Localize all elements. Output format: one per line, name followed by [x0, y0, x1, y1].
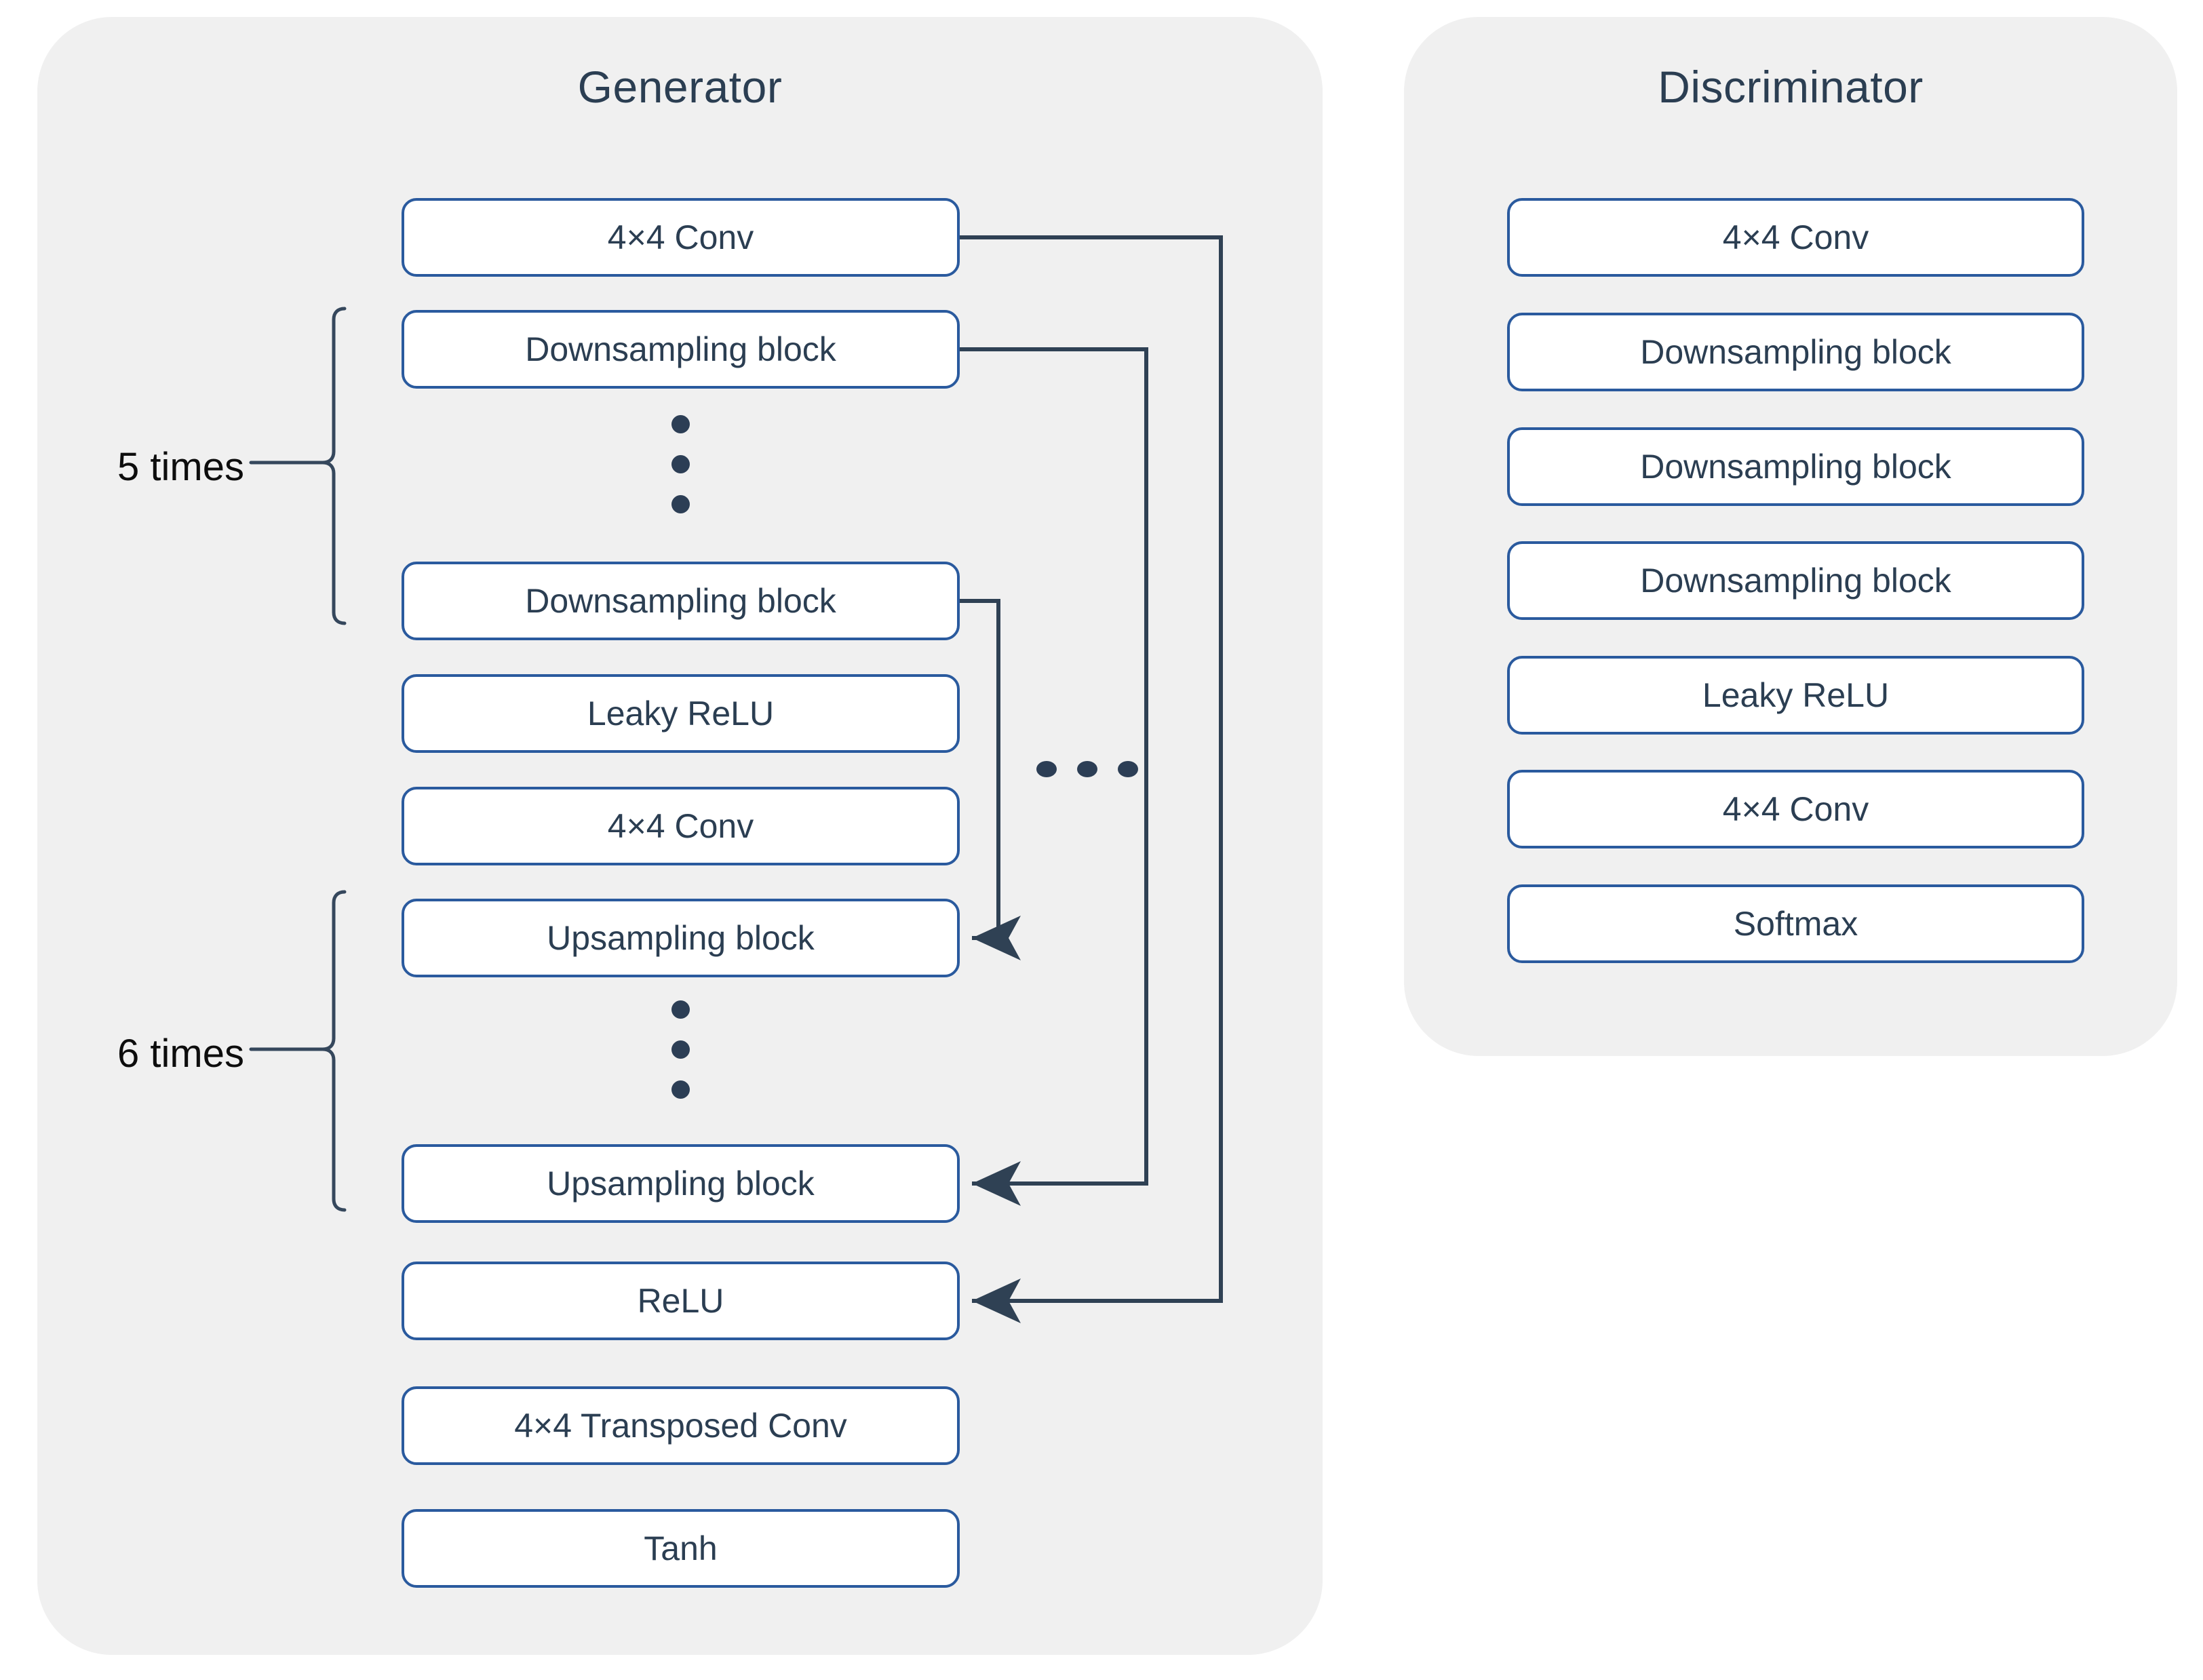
generator-node-9-label: Tanh — [644, 1529, 718, 1567]
generator-node-9[interactable]: Tanh — [402, 1509, 960, 1588]
generator-node-2[interactable]: Downsampling block — [402, 562, 960, 640]
generator-node-2-label: Downsampling block — [525, 582, 836, 620]
discriminator-node-6-label: Softmax — [1733, 905, 1858, 943]
generator-title: Generator — [577, 62, 783, 112]
skip-connection-ellipsis-icon — [1036, 761, 1138, 777]
generator-node-0-label: 4×4 Conv — [607, 218, 754, 256]
discriminator-node-1-label: Downsampling block — [1640, 333, 1951, 371]
generator-node-1[interactable]: Downsampling block — [402, 310, 960, 389]
generator-node-4[interactable]: 4×4 Conv — [402, 787, 960, 865]
generator-node-5[interactable]: Upsampling block — [402, 899, 960, 977]
generator-node-3-label: Leaky ReLU — [587, 695, 775, 732]
discriminator-node-0[interactable]: 4×4 Conv — [1507, 198, 2084, 277]
discriminator-node-3-label: Downsampling block — [1640, 562, 1951, 600]
generator-node-8[interactable]: 4×4 Transposed Conv — [402, 1386, 960, 1465]
generator-node-6[interactable]: Upsampling block — [402, 1144, 960, 1223]
discriminator-node-3[interactable]: Downsampling block — [1507, 541, 2084, 620]
generator-node-5-label: Upsampling block — [547, 919, 815, 957]
discriminator-node-1[interactable]: Downsampling block — [1507, 313, 2084, 391]
discriminator-node-4-label: Leaky ReLU — [1702, 676, 1890, 714]
discriminator-title: Discriminator — [1658, 62, 1924, 112]
discriminator-node-5[interactable]: 4×4 Conv — [1507, 770, 2084, 848]
generator-node-4-label: 4×4 Conv — [607, 807, 754, 845]
discriminator-panel — [1404, 17, 2177, 1056]
generator-node-8-label: 4×4 Transposed Conv — [514, 1407, 847, 1445]
repeat-label-5-times: 5 times — [117, 445, 244, 489]
discriminator-node-0-label: 4×4 Conv — [1722, 218, 1869, 256]
generator-node-7-label: ReLU — [637, 1282, 724, 1320]
generator-node-1-label: Downsampling block — [525, 330, 836, 368]
discriminator-node-2[interactable]: Downsampling block — [1507, 427, 2084, 506]
generator-node-3[interactable]: Leaky ReLU — [402, 674, 960, 753]
upsampling-ellipsis-icon — [671, 1000, 690, 1099]
generator-node-7[interactable]: ReLU — [402, 1262, 960, 1340]
generator-node-6-label: Upsampling block — [547, 1165, 815, 1203]
downsampling-ellipsis-icon — [671, 415, 690, 513]
discriminator-node-6[interactable]: Softmax — [1507, 884, 2084, 963]
repeat-label-6-times: 6 times — [117, 1032, 244, 1076]
discriminator-node-4[interactable]: Leaky ReLU — [1507, 656, 2084, 735]
discriminator-node-2-label: Downsampling block — [1640, 448, 1951, 486]
generator-node-0[interactable]: 4×4 Conv — [402, 198, 960, 277]
discriminator-node-5-label: 4×4 Conv — [1722, 790, 1869, 828]
